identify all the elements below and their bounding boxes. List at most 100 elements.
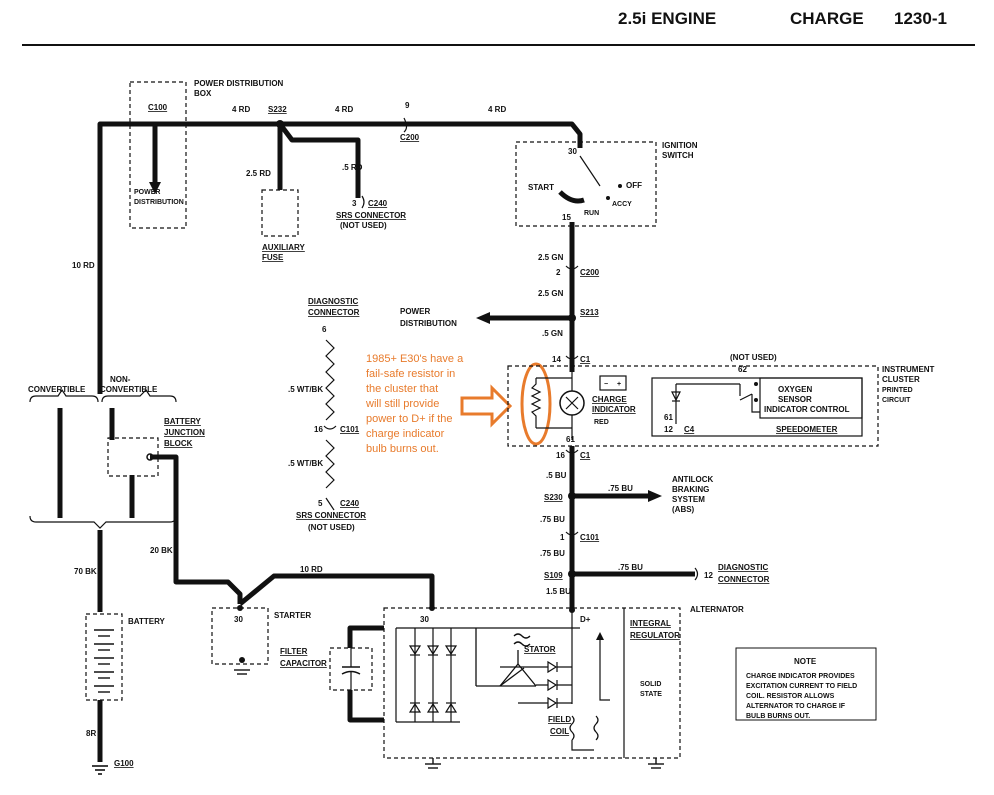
auxiliary-fuse: 2.5 RD AUXILIARY FUSE: [246, 169, 305, 262]
regulator-label-1: INTEGRAL: [630, 619, 671, 628]
alt-pin-30: 30: [420, 615, 429, 624]
alt-dplus: D+: [580, 615, 591, 624]
diag-left-wire-1: .5 WT/BK: [288, 385, 323, 394]
cluster-pin-62: 62: [738, 365, 747, 374]
alt-ground-icon-2: [648, 758, 664, 769]
wire-25gn-2: 2.5 GN: [538, 289, 564, 298]
pin-9: 9: [405, 101, 410, 110]
diag-left-pin6: 6: [322, 325, 327, 334]
center-column-labels: 2.5 GN 2 C200 2.5 GN S213 POWER DISTRIBU…: [400, 253, 600, 364]
abs-label-4: (ABS): [672, 505, 695, 514]
battery-warning-plus: +: [617, 381, 621, 388]
stator-label: STATOR: [524, 645, 556, 654]
alternator-box: [383, 607, 681, 759]
diag-right-connector-icon: [694, 567, 699, 581]
note-line-1: CHARGE INDICATOR PROVIDES: [746, 673, 855, 680]
bjb-terminal: [146, 453, 154, 461]
diag-left-pin5: 5: [318, 499, 323, 508]
srs-connector-top: .5 RD 3 C240 SRS CONNECTOR (NOT USED): [336, 163, 406, 230]
cluster-pin-16: 16: [556, 451, 565, 460]
g100-label: G100: [114, 759, 134, 768]
ignition-arc-icon: [558, 190, 585, 204]
c200-center-connector-icon: [565, 265, 579, 270]
srs-top-not-used: (NOT USED): [340, 221, 387, 230]
c101-center-label: C101: [580, 533, 600, 542]
fail-safe-annotation: 1985+ E30's have a fail-safe resistor in…: [365, 353, 552, 455]
c100-label: C100: [148, 103, 168, 112]
starter-pin-30: 30: [234, 615, 243, 624]
solid-state-1: SOLID: [640, 681, 661, 688]
wire-10rd-left: 10 RD: [72, 261, 95, 270]
field-coil-label-2: COIL: [550, 727, 569, 736]
annotation-line-6: charge indicator: [366, 428, 445, 440]
c240-top-connector-icon: [361, 195, 365, 209]
aux-fuse-label-2: FUSE: [262, 253, 284, 262]
exciter-diodes-icon: [500, 660, 572, 710]
wire-5bu: .5 BU: [546, 471, 567, 480]
engine-title: 2.5i ENGINE: [618, 9, 716, 28]
instrument-cluster: INSTRUMENT CLUSTER PRINTED CIRCUIT (NOT …: [507, 353, 935, 460]
s213-splice-dot: [568, 314, 576, 322]
wire-4rd-2: 4 RD: [335, 105, 353, 114]
battery-icon: [85, 613, 123, 701]
note-line-3: COIL. RESISTOR ALLOWS: [746, 693, 835, 700]
ignition-off-dot: [618, 184, 622, 188]
wire-4rd-3: 4 RD: [488, 105, 506, 114]
c200-top-label: C200: [400, 133, 420, 142]
pdb-title-2: BOX: [194, 89, 212, 98]
battery-junction-block: [107, 437, 159, 477]
power-distribution-arrow-icon: [476, 312, 490, 324]
charge-label-2: INDICATOR: [592, 405, 636, 414]
ignition-switch: IGNITION SWITCH 30 START OFF ACCY RUN 15: [515, 141, 698, 227]
bjb-label-3: BLOCK: [164, 439, 193, 448]
convertible-braces: [29, 388, 177, 529]
cluster-pin-61: 61: [566, 435, 575, 444]
ignition-start: START: [528, 183, 554, 192]
wire-5gn: .5 GN: [542, 329, 563, 338]
lower-center-labels: .5 BU S230 .75 BU ANTILOCK BRAKING SYSTE…: [540, 471, 770, 596]
note-line-5: BULB BURNS OUT.: [746, 713, 810, 720]
regulator-label-2: REGULATOR: [630, 631, 680, 640]
convertible-label: CONVERTIBLE: [28, 385, 86, 394]
abs-label-1: ANTILOCK: [672, 475, 714, 484]
wire-70bk: 70 BK: [74, 567, 97, 576]
note-box: NOTE CHARGE INDICATOR PROVIDES EXCITATIO…: [735, 647, 877, 721]
s230-label: S230: [544, 493, 563, 502]
diag-right-label-1: DIAGNOSTIC: [718, 563, 768, 572]
ignition-accy-dot: [606, 196, 610, 200]
main-wires: [57, 121, 695, 762]
battery-warning-icon: [599, 375, 627, 391]
wire-4rd-1: 4 RD: [232, 105, 250, 114]
diag-left-title-1: DIAGNOSTIC: [308, 297, 358, 306]
o2-dot-1: [754, 382, 758, 386]
c4-label: C4: [684, 425, 695, 434]
c240-left-connector-icon: [325, 497, 335, 511]
battery-warning-minus: −: [604, 381, 608, 388]
charge-color: RED: [594, 419, 609, 426]
o2-label-3: INDICATOR CONTROL: [764, 405, 850, 414]
s232-label: S232: [268, 105, 287, 114]
cluster-pin-12: 12: [664, 425, 673, 434]
note-line-4: ALTERNATOR TO CHARGE IF: [746, 703, 846, 710]
ignition-run: RUN: [584, 210, 599, 217]
starter-ground-icon: [234, 669, 250, 675]
alt-d-terminal: [569, 607, 575, 613]
c101-left-label: C101: [340, 425, 360, 434]
wire-75bu-3: .75 BU: [540, 549, 565, 558]
c1-top-label: C1: [580, 355, 591, 364]
cluster-sub-2: CIRCUIT: [882, 397, 911, 404]
annotation-arrow-icon: [460, 384, 513, 428]
non-convertible-2: CONVERTIBLE: [100, 385, 158, 394]
wire-15bu: 1.5 BU: [546, 587, 571, 596]
alt-ground-icon-1: [425, 758, 441, 769]
c101-center-connector-icon: [565, 531, 579, 536]
annotation-line-3: the cluster that: [366, 383, 438, 395]
o2-switch-icon: [739, 384, 760, 413]
charge-label-1: CHARGE: [592, 395, 627, 404]
pin-2: 2: [556, 268, 561, 277]
page-header: 2.5i ENGINE CHARGE 1230-1: [22, 9, 975, 46]
wire-75bu-2: .75 BU: [540, 515, 565, 524]
solid-state-2: STATE: [640, 691, 662, 698]
field-coil-icon: [569, 612, 594, 751]
abs-label-2: BRAKING: [672, 485, 709, 494]
